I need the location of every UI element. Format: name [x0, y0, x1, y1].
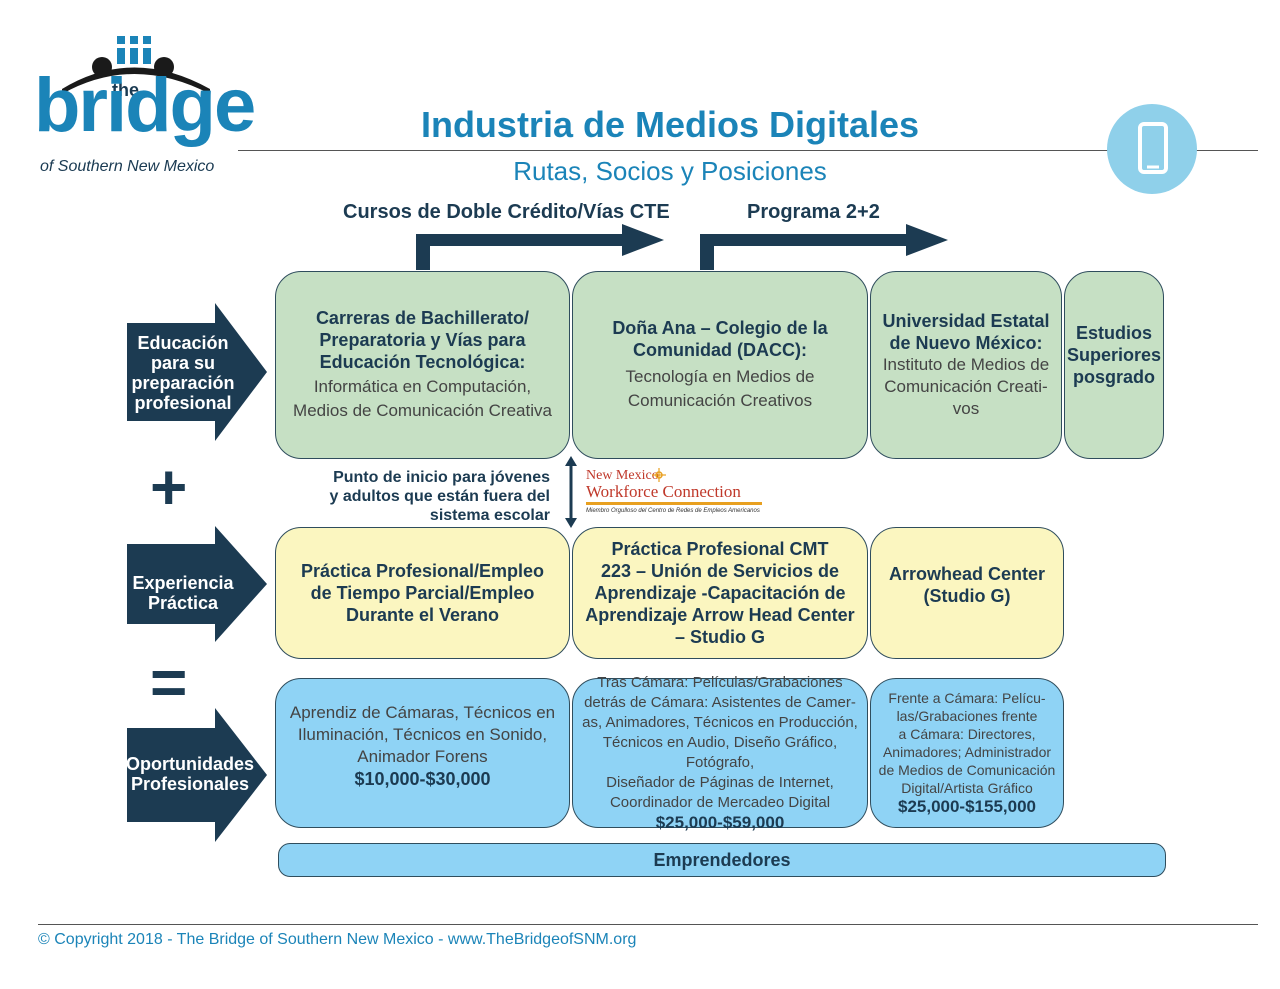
education-box-dacc: Doña Ana – Colegio de la Comunidad (DACC… — [572, 271, 868, 459]
opportunity-box-front-camera: Frente a Cámara: Pelícu- las/Grabaciones… — [870, 678, 1064, 828]
experience-box-arrowhead: Arrowhead Center (Studio G) — [870, 527, 1064, 659]
salary-range: $25,000-$155,000 — [897, 797, 1037, 816]
plus-sign: + — [150, 451, 188, 523]
opportunities-row-arrow — [127, 708, 267, 842]
equals-sign: = — [150, 646, 188, 718]
experience-row-arrow — [127, 526, 267, 642]
education-row-arrow — [127, 303, 267, 441]
page-title: Industria de Medios Digitales — [420, 104, 920, 145]
footer-divider — [38, 924, 1258, 925]
entrepreneurs-bar: Emprendedores — [278, 843, 1166, 877]
page-subtitle: Rutas, Socios y Posiciones — [513, 156, 827, 186]
logo-subtitle: of Southern New Mexico — [40, 158, 215, 175]
logo-bridge: bridge — [34, 63, 256, 148]
opportunity-box-entry: Aprendiz de Cámaras, Técnicos en Ilumina… — [275, 678, 570, 828]
pathway-arrows — [416, 224, 948, 270]
education-box-high-school: Carreras de Bachillerato/ Preparatoria y… — [275, 271, 570, 459]
experience-box-cmt: Práctica Profesional CMT 223 – Unión de … — [572, 527, 868, 659]
salary-range: $10,000-$30,000 — [354, 769, 491, 789]
dual-credit-arrow — [416, 224, 664, 270]
opportunities-row-label: Oportunidades Profesionales — [125, 754, 254, 794]
education-box-graduate: Estudios Superiores posgrado — [1064, 271, 1164, 459]
dual-credit-label: Cursos de Doble Crédito/Vías CTE — [343, 201, 670, 223]
opportunity-box-behind-camera: Tras Cámara: Películas/Grabaciones detrá… — [572, 674, 868, 832]
education-row-label: Educación para su preparación profesiona… — [131, 333, 235, 413]
program-arrow — [700, 224, 948, 270]
experience-row-label: Experiencia Práctica — [132, 573, 234, 613]
logo-the: the — [112, 80, 139, 100]
program-label: Programa 2+2 — [747, 201, 880, 223]
footer-copyright: © Copyright 2018 - The Bridge of Souther… — [38, 931, 637, 948]
smartphone-icon — [1107, 104, 1197, 194]
education-box-nmsu: Universidad Estatal de Nuevo México: Ins… — [870, 271, 1062, 459]
salary-range: $25,000-$59,000 — [655, 813, 785, 832]
double-arrow-icon — [565, 456, 577, 528]
logo-people-icon — [62, 36, 210, 94]
starting-point-text: Punto de inicio para jóvenes y adultos q… — [329, 469, 551, 524]
header-divider — [238, 150, 1258, 151]
experience-box-internship: Práctica Profesional/Empleo de Tiempo Pa… — [275, 527, 570, 659]
zia-sun-icon — [652, 468, 666, 482]
